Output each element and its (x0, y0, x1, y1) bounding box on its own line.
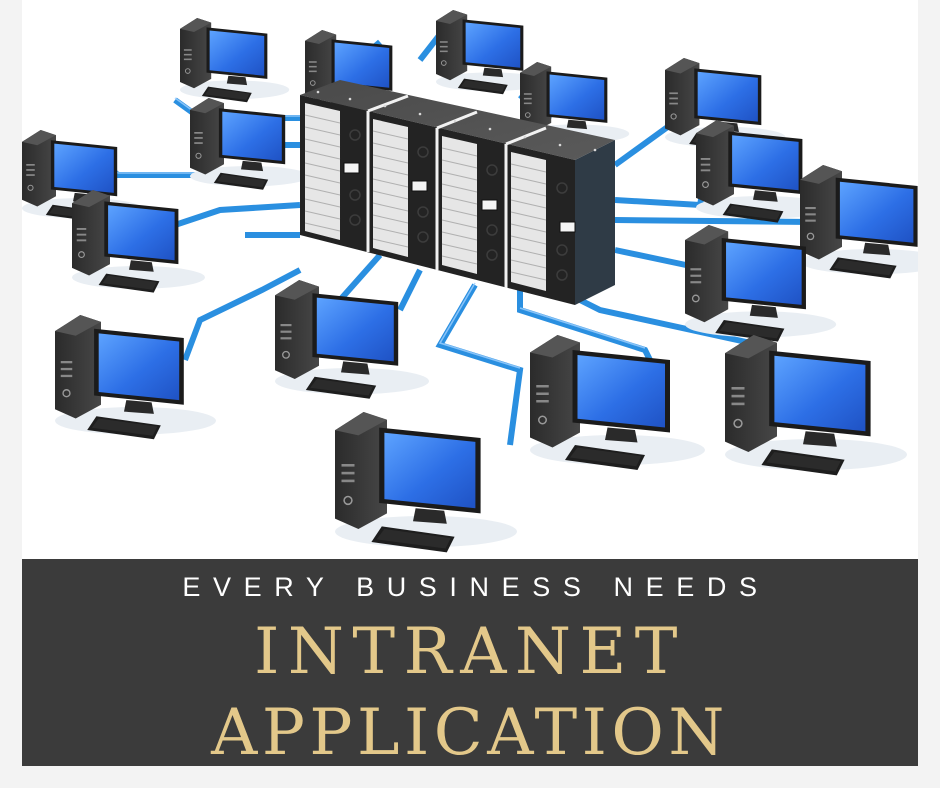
headline-line-2: APPLICATION (211, 696, 729, 770)
headline-banner: EVERY BUSINESS NEEDS INTRANET APPLICATIO… (22, 559, 918, 770)
network-diagram-graphic (22, 9, 918, 554)
kicker-text: EVERY BUSINESS NEEDS (182, 572, 770, 602)
client-computers (22, 9, 918, 554)
headline-line-1: INTRANET (254, 615, 686, 689)
network-illustration (22, 0, 918, 560)
server-rack (300, 80, 615, 305)
